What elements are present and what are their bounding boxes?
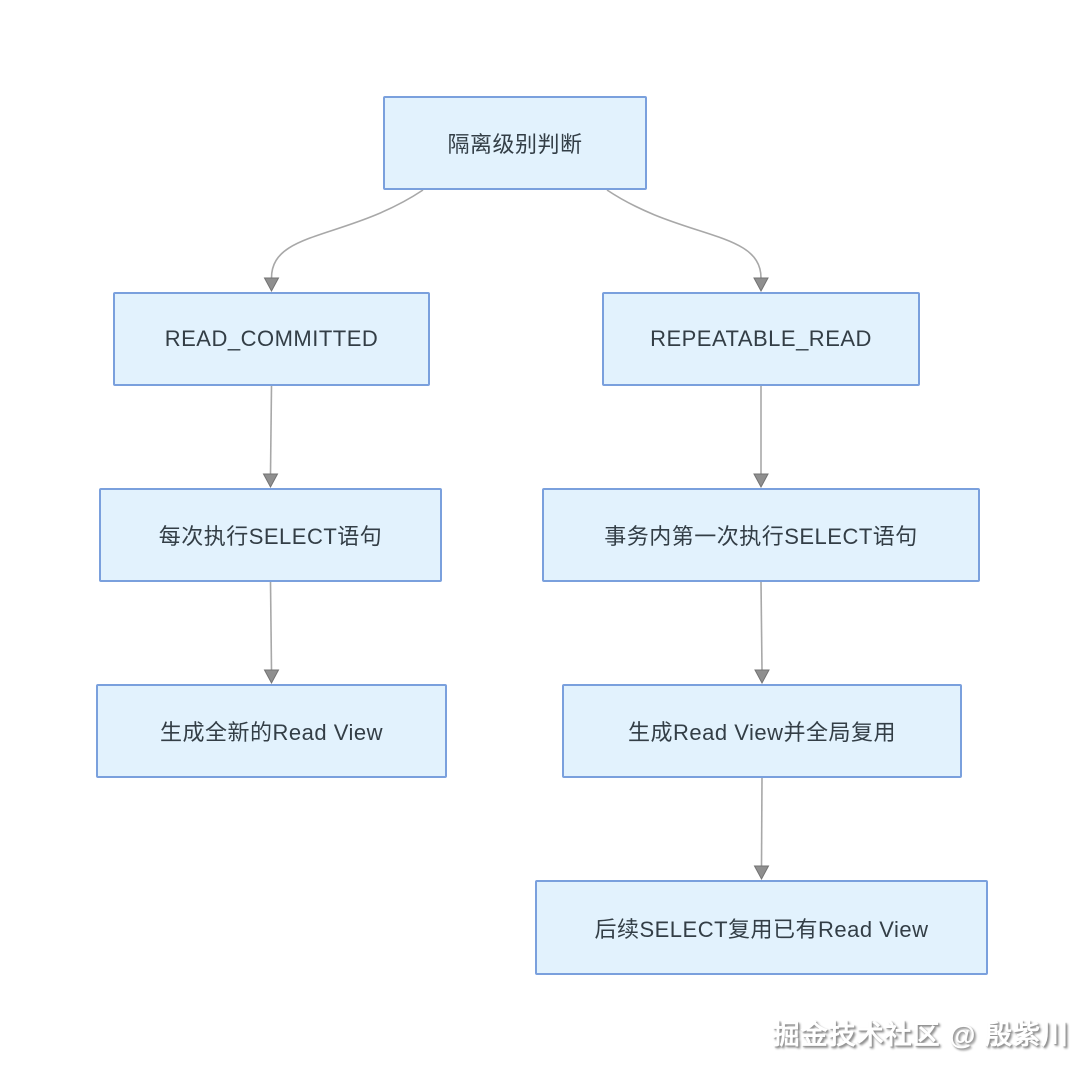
flow-node-read-view-global-reuse: 生成Read View并全局复用 (562, 684, 962, 778)
flow-node-every-select-execution: 每次执行SELECT语句 (99, 488, 442, 582)
flow-arrowhead (263, 669, 280, 685)
flow-node-repeatable-read: REPEATABLE_READ (602, 292, 920, 386)
flow-arrowhead (753, 865, 770, 881)
flow-node-first-select-in-transaction: 事务内第一次执行SELECT语句 (542, 488, 980, 582)
flow-arrow (760, 777, 763, 867)
flow-arrow (269, 385, 273, 475)
flow-node-label: 隔离级别判断 (447, 132, 583, 157)
watermark: 掘金技术社区 @ 殷紫川 (772, 1020, 1069, 1050)
flow-node-label: READ_COMMITTED (164, 326, 379, 351)
flow-node-label: 每次执行SELECT语句 (158, 524, 383, 549)
flow-arrow (269, 581, 273, 671)
flow-arrow (606, 189, 762, 279)
flow-node-label: 事务内第一次执行SELECT语句 (604, 524, 918, 549)
flow-arrowhead (753, 277, 769, 293)
flow-arrowhead (263, 277, 280, 293)
flow-arrow (270, 189, 424, 279)
flow-node-read-committed: READ_COMMITTED (113, 292, 430, 386)
flow-node-subsequent-select-reuse: 后续SELECT复用已有Read View (535, 880, 988, 975)
flow-node-generate-new-read-view: 生成全新的Read View (96, 684, 447, 778)
flow-node-label: 生成全新的Read View (160, 720, 383, 745)
flow-arrowhead (753, 473, 769, 489)
flow-node-isolation-level-check: 隔离级别判断 (383, 96, 647, 190)
flow-arrow (760, 581, 763, 671)
flow-node-label: 生成Read View并全局复用 (628, 720, 896, 745)
flow-arrowhead (262, 473, 279, 489)
flow-node-label: 后续SELECT复用已有Read View (594, 916, 929, 942)
flow-node-label: REPEATABLE_READ (650, 326, 872, 351)
flow-arrowhead (754, 669, 770, 685)
